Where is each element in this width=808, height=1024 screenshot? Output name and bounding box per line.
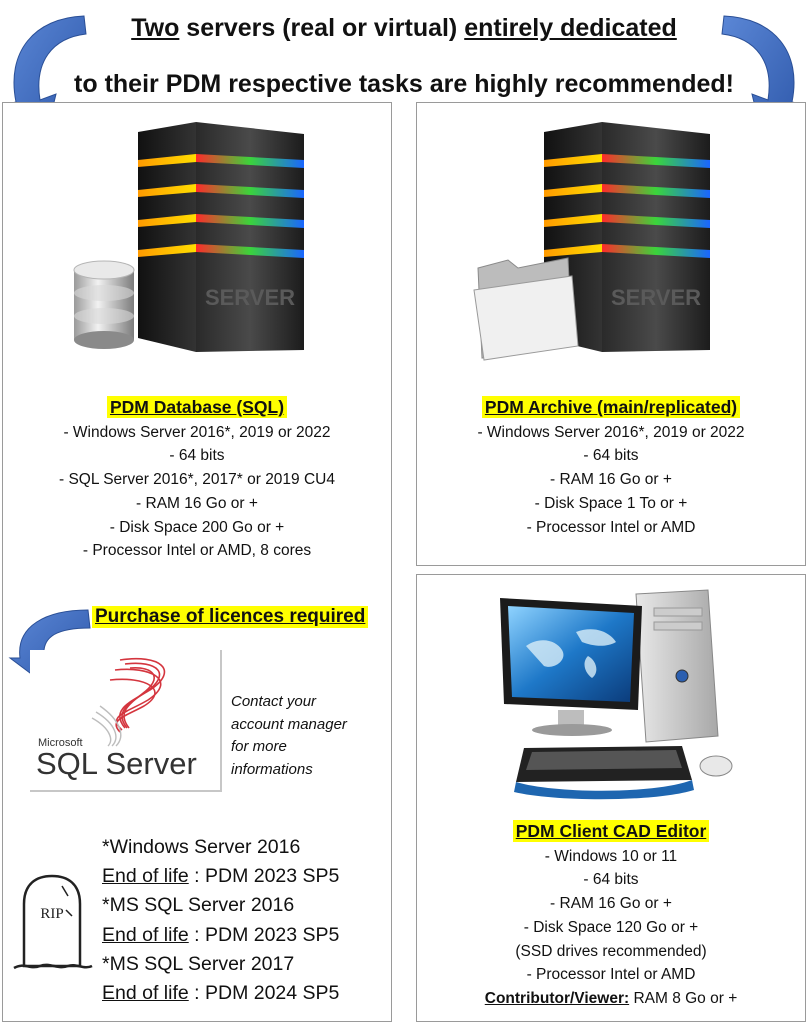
- licence-title-wrap: Purchase of licences required: [92, 606, 369, 628]
- header-dedicated: entirely dedicated: [464, 14, 677, 42]
- spec-line: - Processor Intel or AMD, 8 cores: [82, 542, 312, 560]
- contact-text: Contact your account manager for more in…: [231, 691, 347, 781]
- eol-label: End of life: [102, 982, 189, 1005]
- eol-product: *Windows Server 2016: [102, 836, 301, 858]
- spec-line: - 64 bits: [583, 447, 639, 465]
- spec-line: - Windows 10 or 11: [544, 847, 678, 865]
- tombstone-text: RIP: [40, 906, 63, 922]
- spec-line: - 64 bits: [169, 447, 225, 465]
- spec-line: - Windows Server 2016*, 2019 or 2022: [477, 423, 745, 441]
- header-two: Two: [131, 14, 180, 42]
- eol-entry: End of life : PDM 2023 SP5: [102, 921, 339, 950]
- spec-line: - RAM 16 Go or +: [550, 471, 672, 489]
- spec-line: - Processor Intel or AMD: [526, 518, 696, 536]
- database-title: PDM Database (SQL): [106, 396, 288, 418]
- client-title: PDM Client CAD Editor: [512, 820, 710, 842]
- database-cylinder-icon: [73, 260, 135, 349]
- end-of-life-list: *Windows Server 2016 End of life : PDM 2…: [102, 833, 339, 1008]
- spec-line: - RAM 16 Go or +: [136, 494, 258, 512]
- server-text: SERVER: [205, 285, 295, 310]
- spec-line: - Disk Space 120 Go or +: [523, 918, 699, 936]
- eol-label: End of life: [102, 923, 189, 946]
- contact-line: informations: [231, 760, 313, 778]
- eol-product: *MS SQL Server 2017: [102, 952, 295, 975]
- spec-line: - Processor Intel or AMD: [526, 966, 696, 984]
- contact-line: account manager: [231, 715, 347, 733]
- server-text: SERVER: [611, 285, 701, 310]
- contact-line: Contact your: [231, 693, 317, 710]
- eol-product: *MS SQL Server 2016: [102, 894, 295, 917]
- eol-entry: End of life : PDM 2024 SP5: [102, 979, 339, 1008]
- computer-illustration: [500, 589, 733, 800]
- eol-entry: End of life : PDM 2023 SP5: [102, 862, 339, 891]
- spec-line: - RAM 16 Go or +: [550, 895, 672, 913]
- contributor-label: Contributor/Viewer:: [484, 989, 630, 1007]
- client-specs: PDM Client CAD Editor - Windows 10 or 11…: [416, 820, 806, 1011]
- spec-line: - Disk Space 200 Go or +: [109, 518, 285, 536]
- header-line-2: to their PDM respective tasks are highly…: [74, 70, 734, 98]
- archive-server-illustration: SERVER: [473, 122, 710, 361]
- sql-product-text: SQL Server: [36, 746, 197, 781]
- header-line-1: Two servers (real or virtual) entirely d…: [0, 14, 808, 43]
- contributor-value: RAM 8 Go or +: [629, 989, 738, 1007]
- tombstone-icon: RIP: [13, 874, 93, 970]
- archive-specs: PDM Archive (main/replicated) - Windows …: [416, 396, 806, 539]
- spec-line: - SQL Server 2016*, 2017* or 2019 CU4: [58, 471, 335, 489]
- eol-value: : PDM 2023 SP5: [188, 865, 340, 888]
- sql-server-logo: Microsoft SQL Server: [30, 650, 222, 792]
- folder-icon: [473, 257, 579, 361]
- contributor-line: Contributor/Viewer: RAM 8 Go or +: [416, 987, 806, 1011]
- spec-line: - Windows Server 2016*, 2019 or 2022: [63, 423, 331, 441]
- database-specs: PDM Database (SQL) - Windows Server 2016…: [2, 396, 392, 563]
- sql-brand-text: Microsoft: [38, 737, 83, 749]
- eol-value: : PDM 2023 SP5: [188, 923, 340, 946]
- spec-line: (SSD drives recommended): [515, 942, 707, 960]
- spec-line: - Disk Space 1 To or +: [534, 494, 688, 512]
- database-server-illustration: SERVER: [73, 122, 304, 352]
- eol-label: End of life: [102, 865, 189, 888]
- archive-title: PDM Archive (main/replicated): [481, 396, 741, 418]
- licence-title: Purchase of licences required: [92, 606, 369, 628]
- eol-value: : PDM 2024 SP5: [188, 982, 340, 1005]
- spec-line: - 64 bits: [583, 871, 639, 889]
- contact-line: for more: [231, 738, 287, 755]
- header-middle: servers (real or virtual): [179, 14, 465, 42]
